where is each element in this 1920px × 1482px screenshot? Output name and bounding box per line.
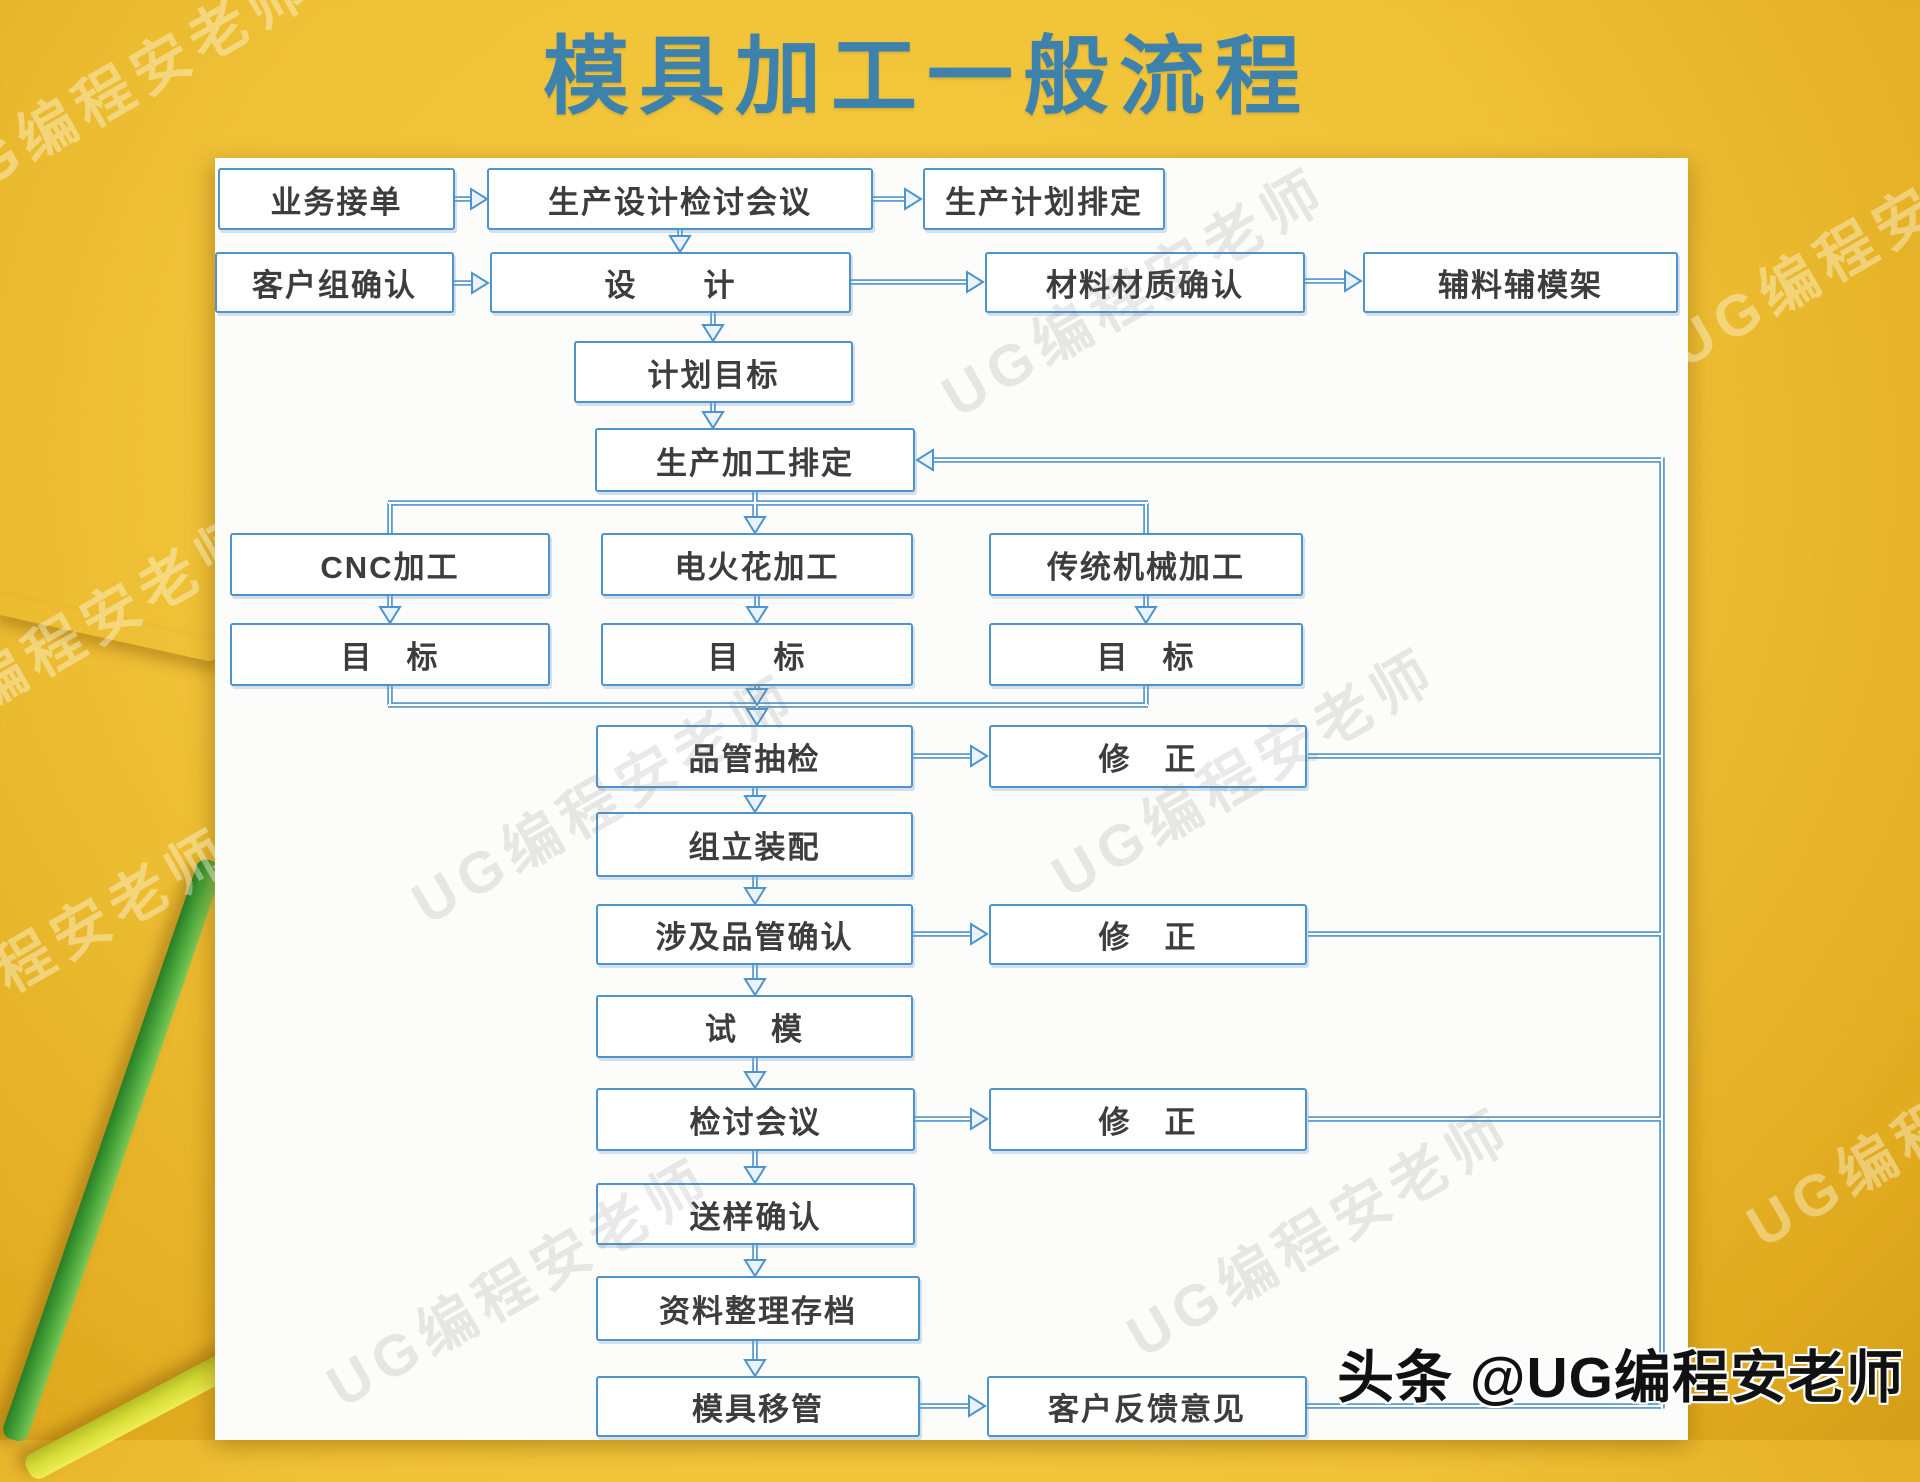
flow-box-target-3: 目 标 <box>989 623 1303 686</box>
flow-box-design-review-meeting: 生产设计检讨会议 <box>487 168 873 230</box>
diagonal-watermark: UG编程安老师 <box>0 817 245 1090</box>
flow-box-production-scheduling: 生产加工排定 <box>595 428 915 492</box>
flow-box-revise-1: 修 正 <box>989 725 1307 788</box>
flowchart-panel <box>215 158 1688 1440</box>
flow-box-sample-confirm: 送样确认 <box>596 1183 915 1245</box>
flow-box-material-confirm: 材料材质确认 <box>985 252 1305 313</box>
flow-box-mold-transfer: 模具移管 <box>596 1376 920 1437</box>
diagonal-watermark: UG编程安老师 <box>1736 987 1920 1260</box>
flow-box-revise-3: 修 正 <box>989 1088 1307 1151</box>
flow-box-mold-trial: 试 模 <box>596 995 913 1058</box>
flow-box-production-plan: 生产计划排定 <box>923 168 1165 230</box>
diagonal-watermark: UG编程安老师 <box>1658 107 1920 380</box>
flow-box-review-meeting: 检讨会议 <box>596 1088 915 1151</box>
byline-watermark: 头条 @UG编程安老师 <box>1337 1346 1904 1410</box>
flow-box-edm-machining: 电火花加工 <box>601 533 913 596</box>
flow-box-cnc-machining: CNC加工 <box>230 533 550 596</box>
flow-box-target-2: 目 标 <box>601 623 913 686</box>
flow-box-traditional-machining: 传统机械加工 <box>989 533 1303 596</box>
yellow-pencil-decoration <box>21 1349 240 1482</box>
flow-box-plan-target: 计划目标 <box>574 341 853 403</box>
page-title: 模具加工一般流程 <box>543 29 1311 125</box>
flow-box-qc-sampling: 品管抽检 <box>596 725 913 788</box>
flow-box-customer-feedback: 客户反馈意见 <box>987 1376 1307 1437</box>
flow-box-customer-group-confirm: 客户组确认 <box>215 252 454 313</box>
flow-box-archive: 资料整理存档 <box>596 1276 920 1341</box>
flow-box-qc-confirm: 涉及品管确认 <box>596 904 913 965</box>
flow-box-revise-2: 修 正 <box>989 904 1307 965</box>
flow-box-assembly: 组立装配 <box>596 812 913 877</box>
green-pencil-decoration <box>0 856 225 1444</box>
orange-pencil-decoration <box>0 592 221 663</box>
flow-box-design: 设 计 <box>490 252 851 313</box>
flow-box-order-intake: 业务接单 <box>218 168 455 230</box>
flow-box-target-1: 目 标 <box>230 623 550 686</box>
flow-box-auxiliary-mold-frame: 辅料辅模架 <box>1363 252 1678 313</box>
